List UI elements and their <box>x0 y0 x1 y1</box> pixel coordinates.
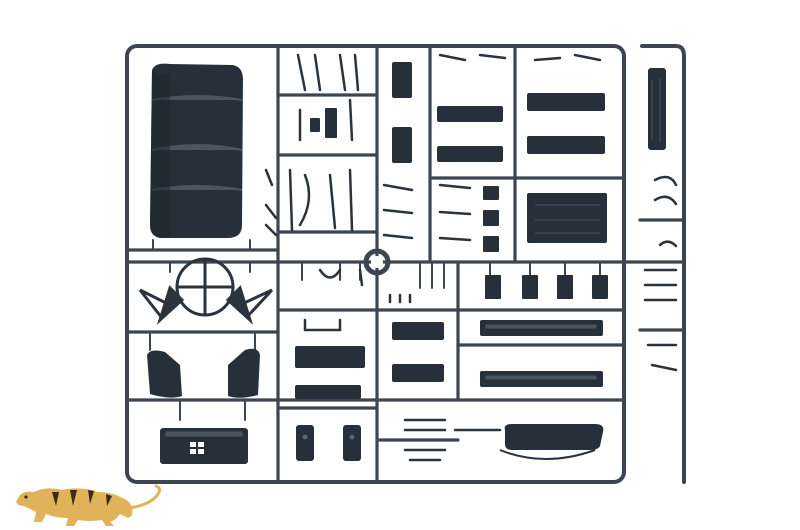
canvas-cover-part <box>150 63 243 238</box>
fender-parts <box>147 348 260 398</box>
small-detail-parts <box>264 53 678 462</box>
sprue-center-hole <box>371 256 383 268</box>
side-strip-part <box>648 68 666 150</box>
long-beam-parts <box>480 320 603 387</box>
small-block-parts <box>310 62 608 299</box>
sprue-runner-frame <box>125 44 686 484</box>
wheel-frame-part <box>138 257 274 325</box>
rolled-tarp-part <box>499 424 604 460</box>
panel-parts-upper-right <box>437 93 607 243</box>
storage-box-part <box>160 428 248 464</box>
seat-parts <box>296 425 361 461</box>
sprue-center-ring <box>363 248 391 276</box>
box-parts-center <box>295 322 444 399</box>
tiger-logo <box>16 484 162 526</box>
